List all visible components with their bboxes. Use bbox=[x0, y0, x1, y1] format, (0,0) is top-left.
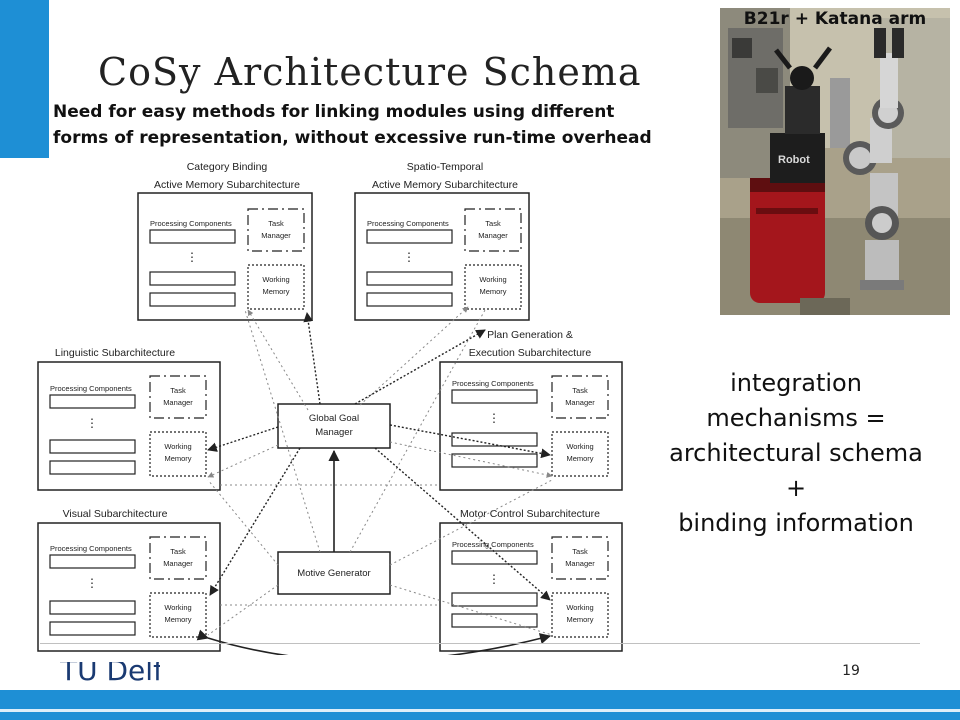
ellipsis: ⋮ bbox=[403, 250, 415, 264]
task-manager-label: Manager bbox=[261, 231, 291, 240]
robot-photo: Robot bbox=[720, 8, 950, 315]
subarch-category-binding: Category Binding Active Memory Subarchit… bbox=[137, 161, 313, 321]
processing-components-label: Processing Components bbox=[50, 544, 132, 553]
title-accent-bar bbox=[0, 0, 49, 158]
subarch-title: Linguistic Subarchitecture bbox=[55, 347, 175, 359]
subtitle-line: forms of representation, without excessi… bbox=[53, 128, 652, 148]
working-memory-label: Working bbox=[479, 275, 506, 284]
working-memory-label: Working bbox=[164, 442, 191, 451]
memory-connectors bbox=[207, 306, 553, 636]
working-memory-label: Working bbox=[566, 442, 593, 451]
goal-manager-arrows bbox=[207, 312, 551, 601]
global-goal-manager-label: Global Goal bbox=[309, 413, 359, 424]
motive-generator: Motive Generator bbox=[277, 551, 391, 595]
subarch-motor-control: Motor Control Subarchitecture Processing… bbox=[439, 508, 623, 652]
global-goal-manager: Global Goal Manager bbox=[277, 403, 391, 449]
task-manager-label: Task bbox=[485, 219, 501, 228]
subarch-title: Spatio-Temporal bbox=[407, 161, 483, 173]
subarch-spatio-temporal: Spatio-Temporal Active Memory Subarchite… bbox=[354, 161, 530, 321]
tu-delft-logo: TU Delft bbox=[60, 662, 160, 686]
processing-components-label: Processing Components bbox=[367, 219, 449, 228]
integration-line: integration bbox=[730, 369, 862, 397]
subarch-visual: Visual Subarchitecture Processing Compon… bbox=[37, 508, 221, 652]
slide-title: CoSy Architecture Schema bbox=[98, 50, 642, 94]
processing-components-label: Processing Components bbox=[452, 379, 534, 388]
integration-line: mechanisms = bbox=[706, 404, 886, 432]
integration-text: integration mechanisms = architectural s… bbox=[640, 366, 952, 541]
page-number: 19 bbox=[842, 663, 860, 679]
slide-subtitle: Need for easy methods for linking module… bbox=[53, 99, 733, 151]
task-manager-label: Task bbox=[572, 386, 588, 395]
task-manager-label: Task bbox=[268, 219, 284, 228]
subtitle-line: Need for easy methods for linking module… bbox=[53, 102, 615, 122]
subarch-title: Category Binding bbox=[187, 161, 268, 173]
photo-caption: B21r + Katana arm bbox=[743, 9, 927, 29]
global-goal-manager-label: Manager bbox=[315, 427, 353, 438]
working-memory-label: Memory bbox=[566, 454, 593, 463]
subarch-plan-generation: Plan Generation & Execution Subarchitect… bbox=[439, 329, 623, 491]
ellipsis: ⋮ bbox=[86, 416, 98, 430]
visual-motor-arc bbox=[196, 629, 552, 655]
processing-components-label: Processing Components bbox=[50, 384, 132, 393]
processing-components-label: Processing Components bbox=[150, 219, 232, 228]
task-manager-label: Manager bbox=[565, 559, 595, 568]
integration-line: binding information bbox=[678, 509, 914, 537]
task-manager-label: Task bbox=[170, 547, 186, 556]
working-memory-label: Memory bbox=[262, 287, 289, 296]
working-memory-label: Working bbox=[566, 603, 593, 612]
task-manager-label: Manager bbox=[163, 559, 193, 568]
task-manager-label: Task bbox=[170, 386, 186, 395]
task-manager-label: Manager bbox=[478, 231, 508, 240]
footer-band bbox=[0, 690, 960, 720]
integration-line: + bbox=[785, 474, 807, 502]
working-memory-label: Memory bbox=[566, 615, 593, 624]
subarch-linguistic: Linguistic Subarchitecture Processing Co… bbox=[37, 347, 221, 491]
ellipsis: ⋮ bbox=[186, 250, 198, 264]
working-memory-label: Memory bbox=[164, 454, 191, 463]
footer-divider bbox=[40, 643, 920, 644]
task-manager-label: Manager bbox=[565, 398, 595, 407]
footer-stripe bbox=[0, 709, 960, 712]
ellipsis: ⋮ bbox=[488, 411, 500, 425]
integration-line: architectural schema bbox=[669, 439, 923, 467]
subarch-title: Plan Generation & bbox=[487, 329, 573, 341]
robot-label: Robot bbox=[778, 154, 810, 166]
working-memory-label: Memory bbox=[479, 287, 506, 296]
subarch-title: Execution Subarchitecture bbox=[469, 347, 592, 359]
subarch-title: Active Memory Subarchitecture bbox=[372, 179, 518, 191]
motive-generator-label: Motive Generator bbox=[297, 568, 370, 579]
working-memory-label: Working bbox=[164, 603, 191, 612]
working-memory-label: Memory bbox=[164, 615, 191, 624]
architecture-diagram: Category Binding Active Memory Subarchit… bbox=[37, 161, 623, 655]
subarch-title: Motor Control Subarchitecture bbox=[460, 508, 600, 520]
logo-text: TU Delft bbox=[60, 662, 160, 686]
working-memory-label: Working bbox=[262, 275, 289, 284]
task-manager-label: Task bbox=[572, 547, 588, 556]
processing-components-label: Processing Components bbox=[452, 540, 534, 549]
subarch-title: Visual Subarchitecture bbox=[63, 508, 168, 520]
ellipsis: ⋮ bbox=[86, 576, 98, 590]
task-manager-label: Manager bbox=[163, 398, 193, 407]
ellipsis: ⋮ bbox=[488, 572, 500, 586]
subarch-title: Active Memory Subarchitecture bbox=[154, 179, 300, 191]
